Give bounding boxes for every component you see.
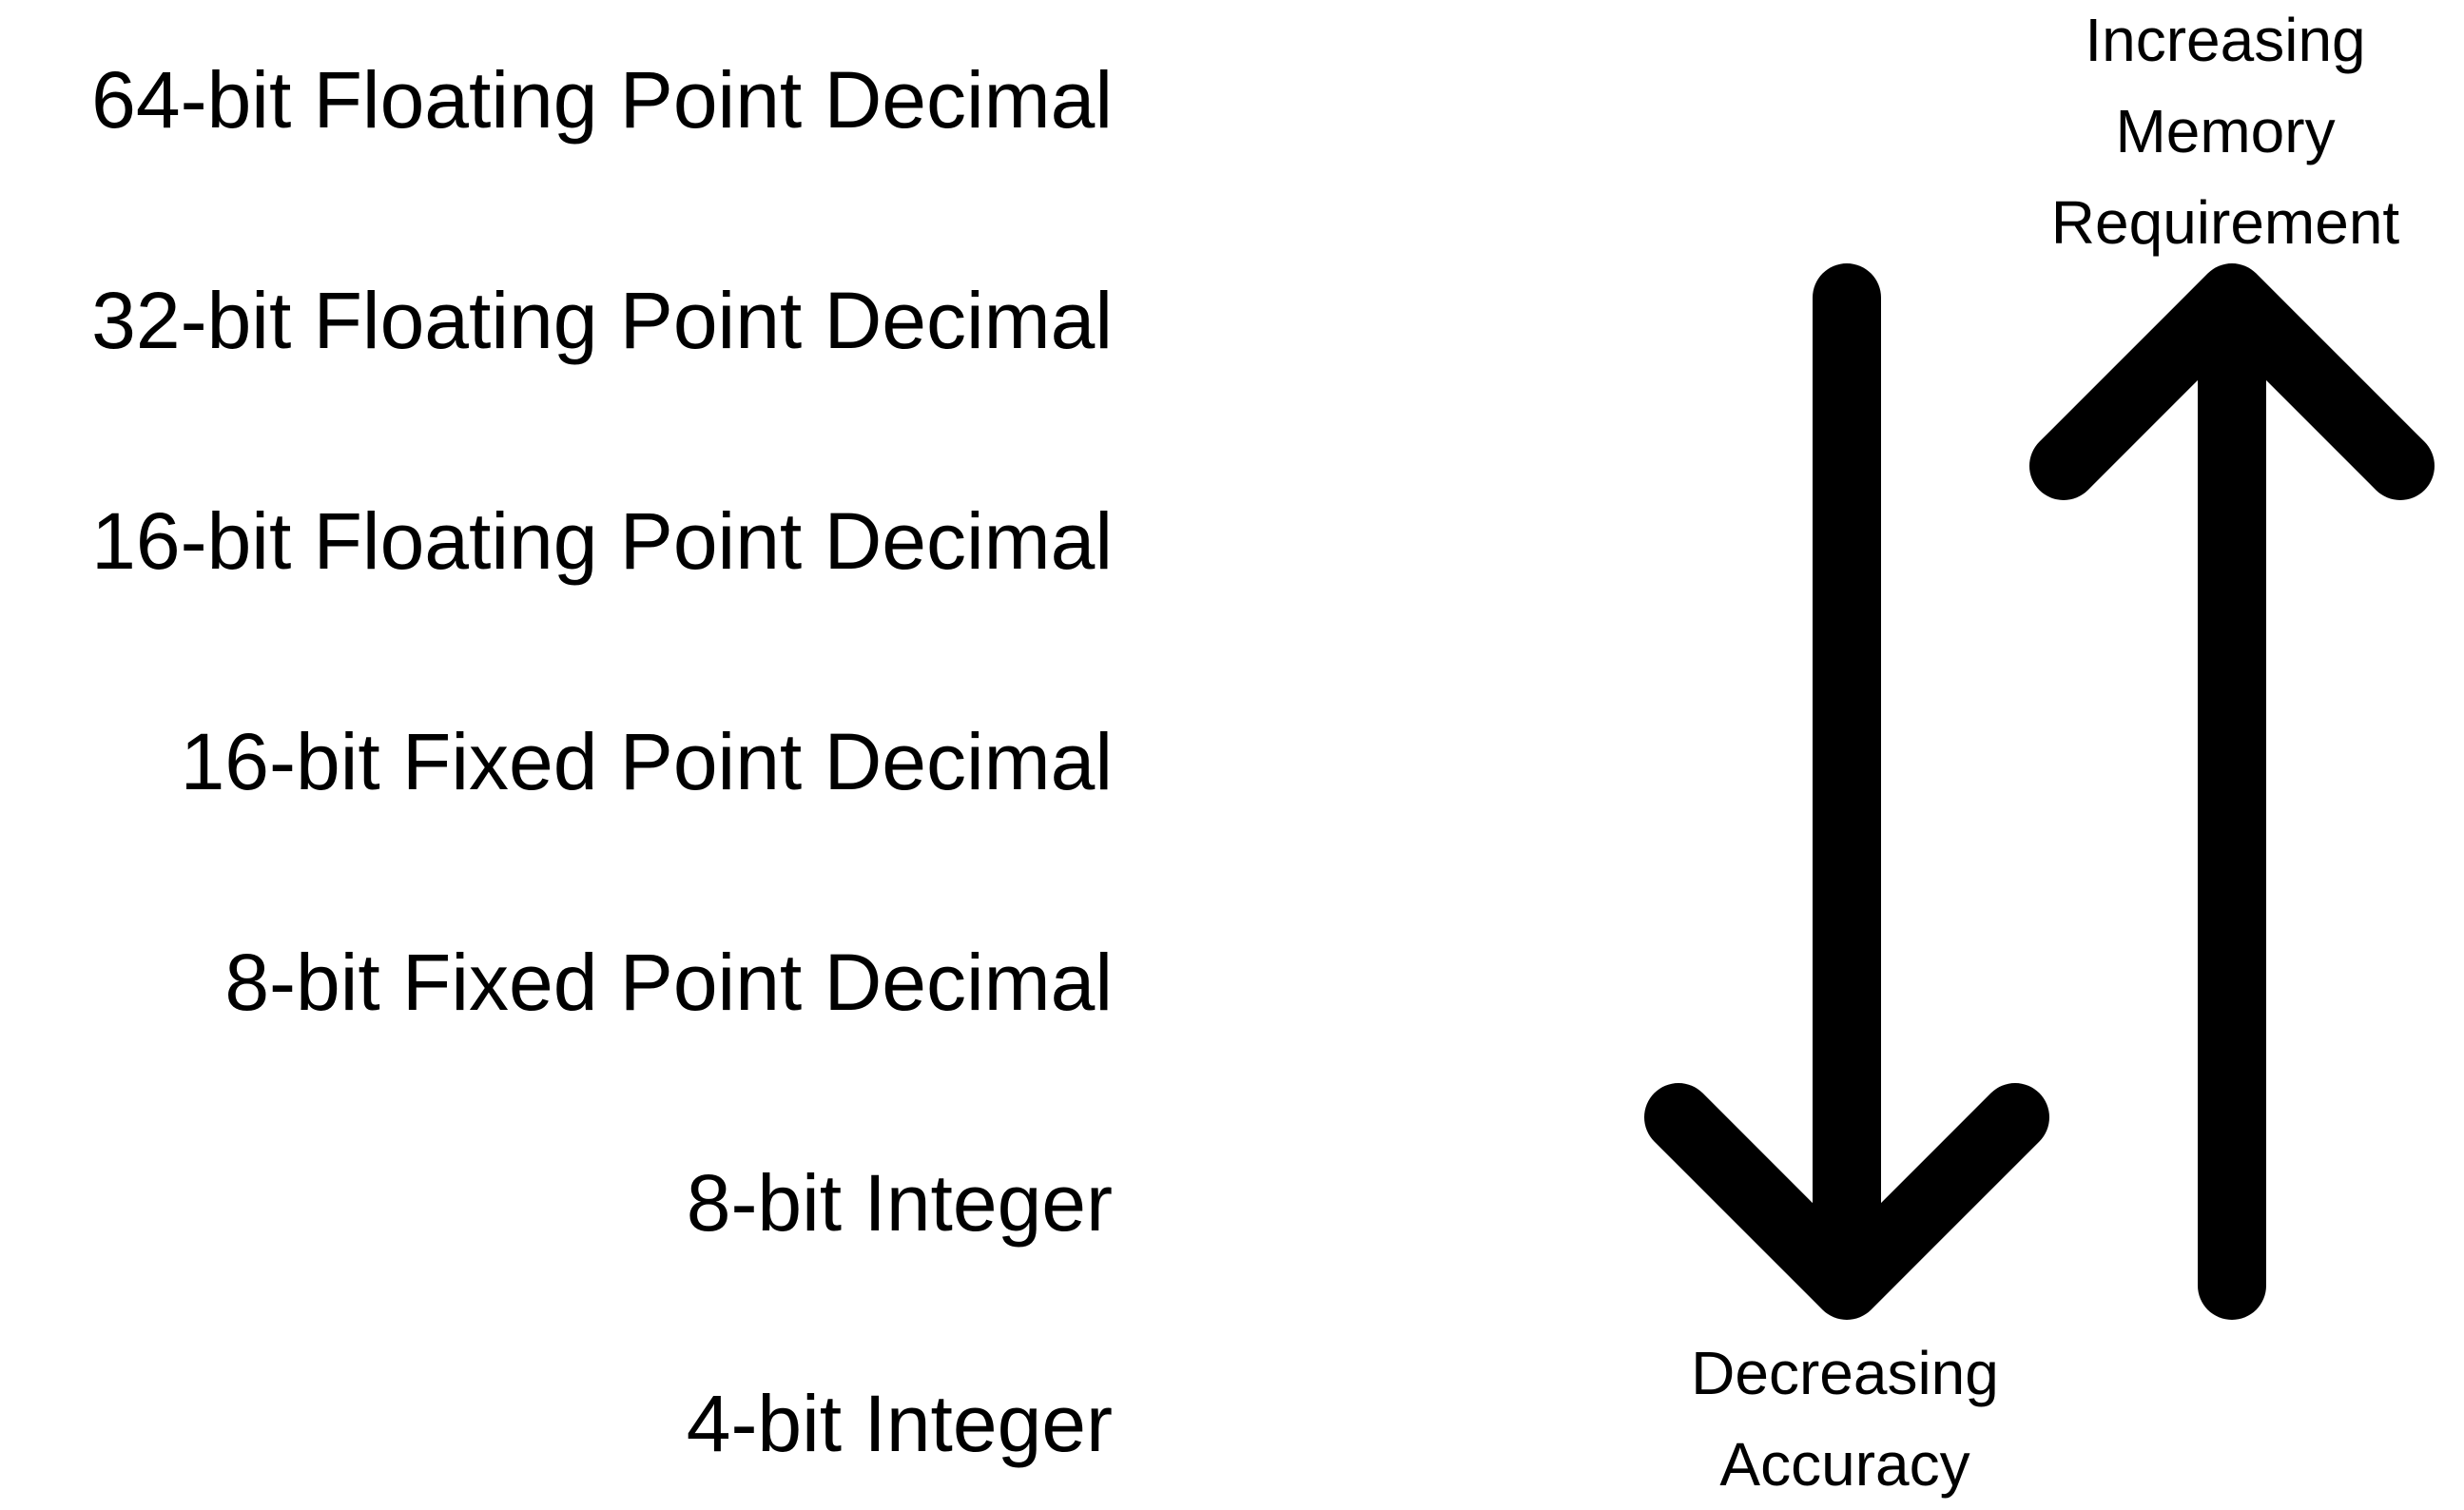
memory-requirement-caption: Increasing Memory Requirement	[1959, 0, 2464, 268]
up-arrow-head	[2029, 263, 2435, 500]
format-label: 16-bit Fixed Point Decimal	[180, 717, 1113, 806]
caption-line: Increasing	[2085, 6, 2366, 74]
format-label: 8-bit Fixed Point Decimal	[224, 938, 1113, 1027]
format-label: 16-bit Floating Point Decimal	[91, 496, 1113, 586]
format-label: 4-bit Integer	[686, 1379, 1113, 1468]
caption-line: Accuracy	[1719, 1430, 1970, 1499]
format-label: 32-bit Floating Point Decimal	[91, 276, 1113, 365]
format-list: 64-bit Floating Point Decimal 32-bit Flo…	[0, 0, 1113, 1502]
up-arrow-icon	[2029, 263, 2435, 1320]
format-label: 8-bit Integer	[686, 1158, 1113, 1248]
down-arrow-head	[1644, 1083, 2049, 1320]
caption-line: Memory	[2115, 97, 2336, 165]
caption-line: Decreasing	[1691, 1339, 1999, 1407]
down-arrow-icon	[1644, 263, 2049, 1320]
caption-line: Requirement	[2050, 188, 2400, 257]
accuracy-caption: Decreasing Accuracy	[1588, 1327, 2102, 1510]
format-label: 64-bit Floating Point Decimal	[91, 55, 1113, 145]
